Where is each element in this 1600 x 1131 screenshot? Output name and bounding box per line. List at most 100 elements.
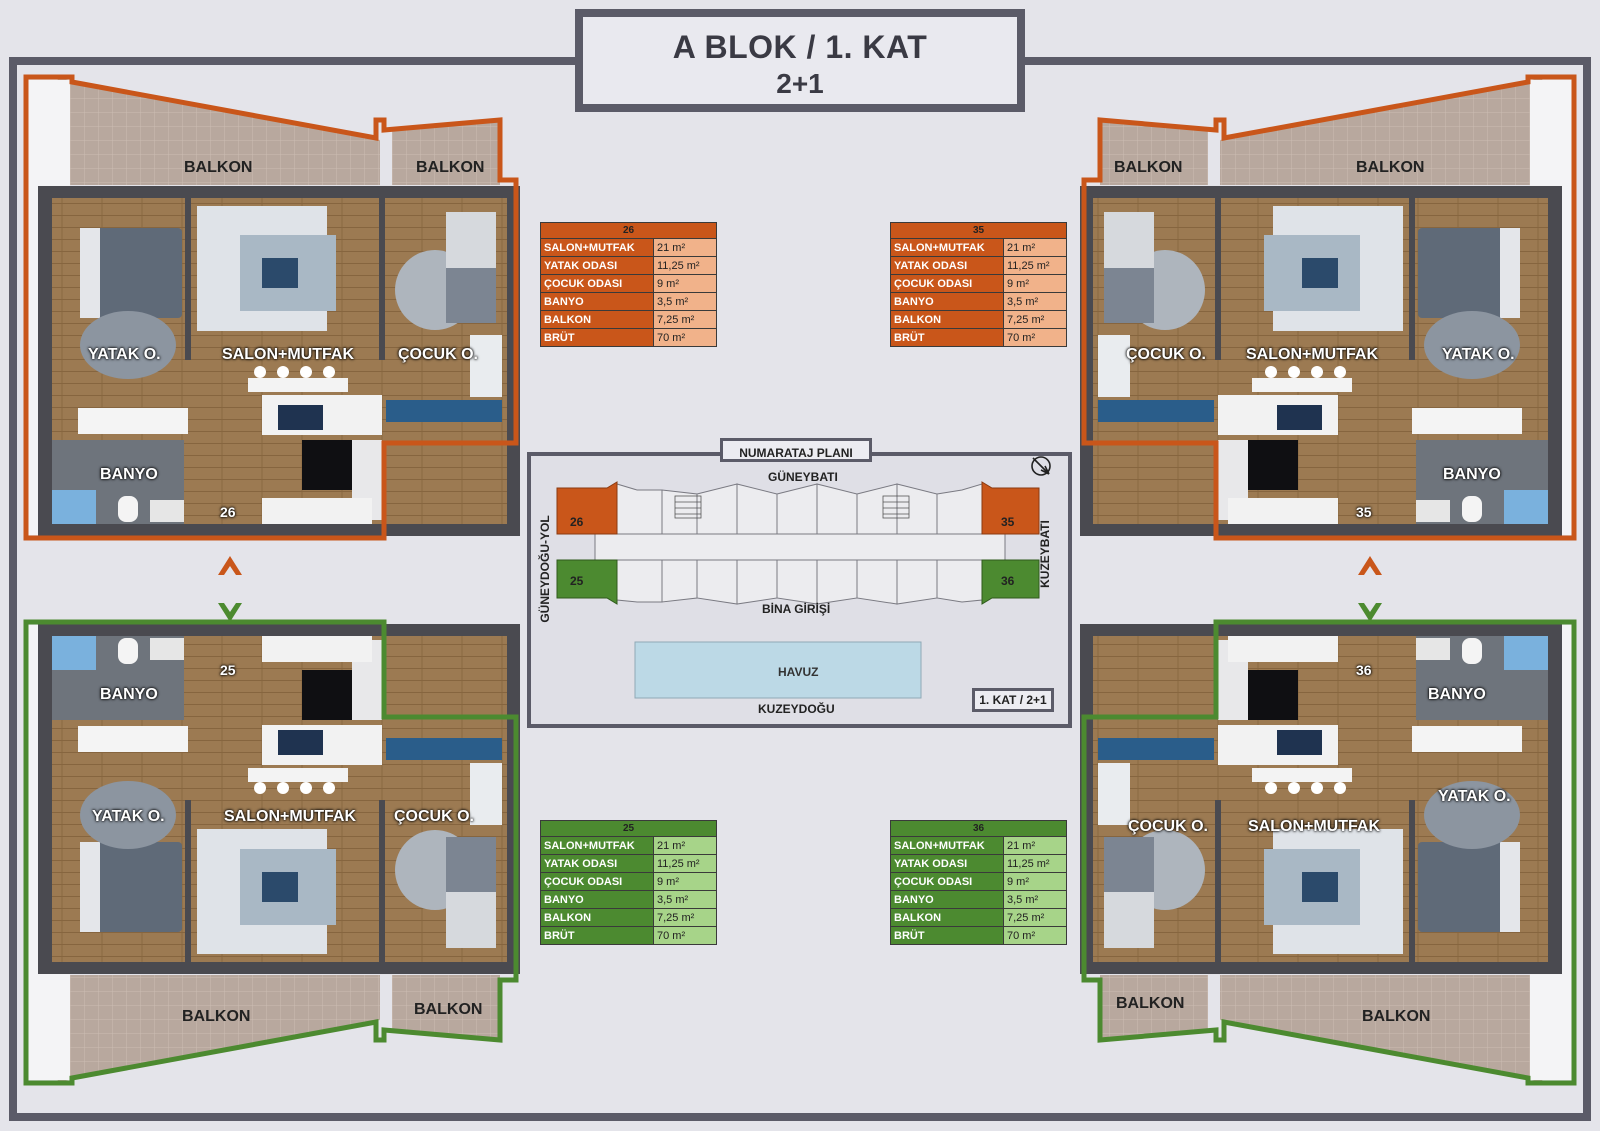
area-label: SALON+MUTFAK [890, 836, 1004, 855]
label-balkon: BALKON [184, 159, 253, 176]
area-value: 21 m² [1003, 836, 1067, 855]
label-banyo: BANYO [100, 686, 158, 703]
area-label: YATAK ODASI [540, 854, 654, 873]
area-label: YATAK ODASI [890, 256, 1004, 275]
area-value: 11,25 m² [1003, 256, 1067, 275]
area-label: SALON+MUTFAK [540, 836, 654, 855]
arrow-icons [218, 556, 1382, 622]
label-yatak: YATAK O. [92, 808, 165, 825]
area-table-header: 35 [890, 222, 1067, 239]
area-value: 70 m² [653, 328, 717, 347]
area-value: 9 m² [1003, 872, 1067, 891]
label-salon: SALON+MUTFAK [224, 808, 356, 825]
area-value: 11,25 m² [1003, 854, 1067, 873]
area-label: BALKON [890, 310, 1004, 329]
area-value: 3,5 m² [1003, 292, 1067, 311]
area-label: BANYO [890, 890, 1004, 909]
unit-number-25: 25 [220, 662, 236, 678]
area-value: 7,25 m² [1003, 310, 1067, 329]
plan-unit-36 [1080, 619, 1574, 1086]
key-unit-26 [556, 481, 618, 535]
area-label: BRÜT [890, 926, 1004, 945]
direction-right: KUZEYBATI [1038, 520, 1052, 588]
area-value: 3,5 m² [653, 292, 717, 311]
pool-shape [634, 641, 922, 699]
stairs-icon [674, 495, 910, 519]
label-cocuk: ÇOCUK O. [1126, 346, 1206, 363]
area-value: 9 m² [653, 872, 717, 891]
area-table-header: 36 [890, 820, 1067, 837]
label-banyo: BANYO [1443, 466, 1501, 483]
key-unit-36-label: 36 [1001, 574, 1015, 588]
label-banyo: BANYO [1428, 686, 1486, 703]
area-label: BANYO [540, 890, 654, 909]
area-value: 11,25 m² [653, 256, 717, 275]
area-value: 21 m² [1003, 238, 1067, 257]
area-label: ÇOCUK ODASI [540, 274, 654, 293]
area-label: BALKON [540, 908, 654, 927]
area-value: 70 m² [653, 926, 717, 945]
area-label: ÇOCUK ODASI [890, 274, 1004, 293]
area-value: 21 m² [653, 836, 717, 855]
area-value: 70 m² [1003, 328, 1067, 347]
area-value: 9 m² [1003, 274, 1067, 293]
area-value: 21 m² [653, 238, 717, 257]
label-yatak: YATAK O. [1438, 788, 1511, 805]
key-unit-25-label: 25 [570, 574, 584, 588]
label-balkon: BALKON [1356, 159, 1425, 176]
label-salon: SALON+MUTFAK [1246, 346, 1378, 363]
area-label: BALKON [540, 310, 654, 329]
area-label: SALON+MUTFAK [890, 238, 1004, 257]
plan-unit-26 [26, 74, 520, 541]
label-balkon: BALKON [414, 1001, 483, 1018]
area-value: 9 m² [653, 274, 717, 293]
label-cocuk: ÇOCUK O. [394, 808, 474, 825]
entrance-label: BİNA GİRİŞİ [762, 602, 831, 616]
area-label: BALKON [890, 908, 1004, 927]
unit-number-26: 26 [220, 504, 236, 520]
area-label: ÇOCUK ODASI [540, 872, 654, 891]
area-label: BRÜT [540, 328, 654, 347]
direction-left: GÜNEYDOĞU-YOL [538, 515, 552, 623]
label-balkon: BALKON [416, 159, 485, 176]
key-plan-title: NUMARATAJ PLANI [720, 438, 872, 462]
pool-label: HAVUZ [778, 665, 819, 679]
label-salon: SALON+MUTFAK [1248, 818, 1380, 835]
area-value: 7,25 m² [653, 908, 717, 927]
area-label: BRÜT [540, 926, 654, 945]
area-table-header: 25 [540, 820, 717, 837]
key-unit-36 [981, 559, 1040, 605]
area-label: SALON+MUTFAK [540, 238, 654, 257]
unit-number-35: 35 [1356, 504, 1372, 520]
key-unit-26-label: 26 [570, 515, 584, 529]
area-value: 3,5 m² [653, 890, 717, 909]
floor-badge: 1. KAT / 2+1 [972, 688, 1054, 712]
area-value: 3,5 m² [1003, 890, 1067, 909]
label-cocuk: ÇOCUK O. [1128, 818, 1208, 835]
key-plan-drawing [556, 456, 1051, 699]
plan-unit-35 [1080, 74, 1574, 541]
